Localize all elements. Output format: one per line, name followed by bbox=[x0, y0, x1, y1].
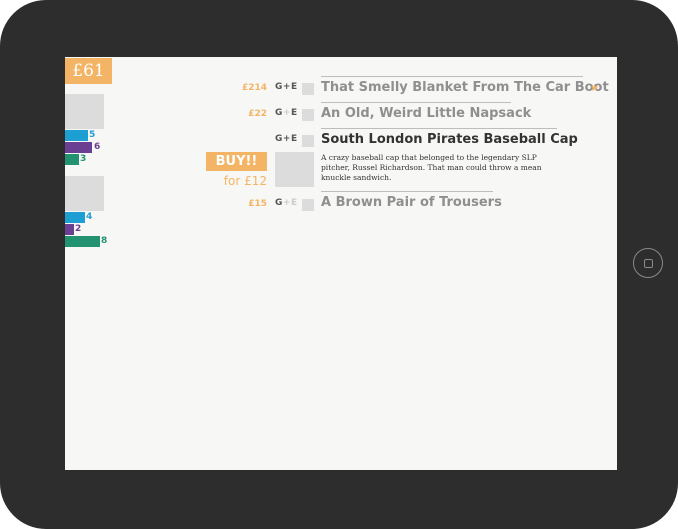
star-icon[interactable]: ★ bbox=[590, 83, 599, 94]
item-price: £22 bbox=[248, 109, 267, 119]
stat-bar bbox=[65, 236, 100, 247]
stat-bar bbox=[65, 154, 79, 165]
item-checkbox[interactable] bbox=[302, 135, 314, 147]
item-price: £15 bbox=[248, 199, 267, 209]
buy-button[interactable]: BUY!! bbox=[206, 152, 267, 171]
item-title[interactable]: An Old, Weird Little Napsack bbox=[321, 106, 532, 121]
item-divider bbox=[321, 102, 511, 103]
stat-value: 2 bbox=[75, 224, 82, 234]
item-price: £214 bbox=[241, 83, 267, 93]
item-title[interactable]: A Brown Pair of Trousers bbox=[321, 195, 502, 210]
item-thumbnail bbox=[275, 152, 314, 187]
item-checkbox[interactable] bbox=[302, 109, 314, 121]
stat-bar bbox=[65, 224, 74, 235]
stat-value: 5 bbox=[89, 130, 96, 140]
stat-bar bbox=[65, 212, 85, 223]
home-square-icon bbox=[644, 259, 653, 268]
item-ge-tag: G+E bbox=[275, 198, 298, 208]
item-checkbox[interactable] bbox=[302, 199, 314, 211]
stat-thumbnail bbox=[65, 176, 104, 211]
stat-thumbnail bbox=[65, 94, 104, 129]
wallet-balance: £61 bbox=[65, 58, 112, 84]
item-divider bbox=[321, 128, 557, 129]
item-ge-tag: G+E bbox=[275, 134, 298, 144]
item-divider bbox=[321, 76, 583, 77]
stat-value: 4 bbox=[86, 212, 93, 222]
stat-bar bbox=[65, 142, 92, 153]
stat-value: 6 bbox=[94, 142, 101, 152]
stat-value: 3 bbox=[80, 154, 87, 164]
stat-bar bbox=[65, 130, 88, 141]
app-screen: £61 5 6 3 4 2 8 £214 G+E That Smelly Bla… bbox=[65, 57, 617, 470]
buy-price: for £12 bbox=[223, 174, 267, 188]
home-button[interactable] bbox=[633, 248, 663, 278]
stat-value: 8 bbox=[101, 236, 108, 246]
item-description: A crazy baseball cap that belonged to th… bbox=[321, 153, 542, 182]
item-title[interactable]: South London Pirates Baseball Cap bbox=[321, 132, 578, 147]
item-ge-tag: G+E bbox=[275, 82, 298, 92]
item-divider bbox=[321, 191, 493, 192]
item-ge-tag: G+E bbox=[275, 108, 298, 118]
item-title[interactable]: That Smelly Blanket From The Car Boot bbox=[321, 80, 609, 95]
item-checkbox[interactable] bbox=[302, 83, 314, 95]
